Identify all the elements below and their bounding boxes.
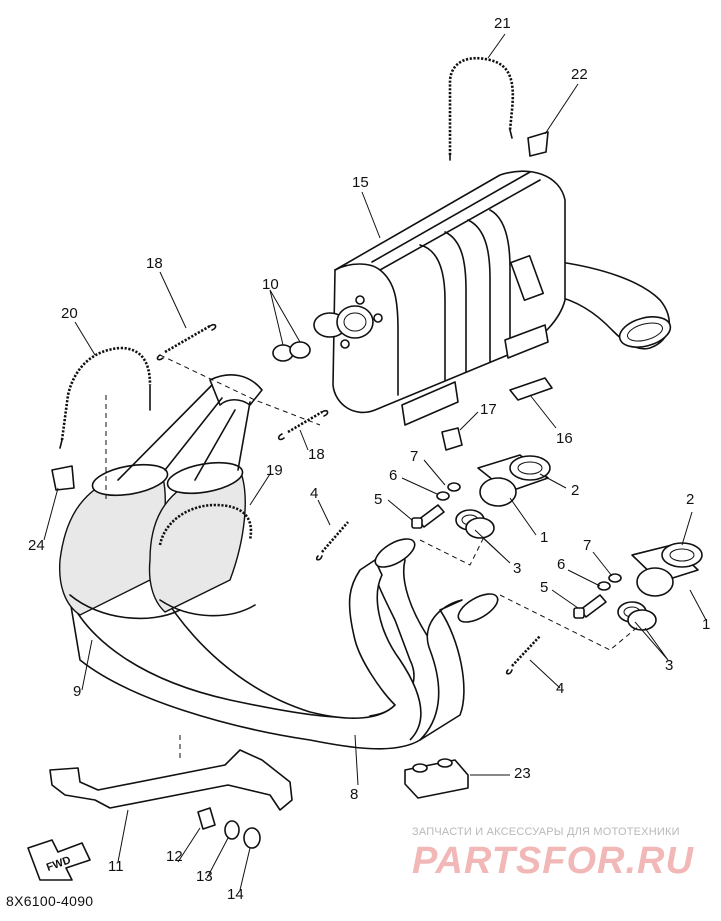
callout-9: 9 [73, 683, 82, 700]
spring-part-4-upper [321, 521, 349, 553]
callout-14: 14 [227, 886, 244, 903]
callout-17: 17 [480, 401, 497, 418]
callout-1-lower: 1 [702, 616, 711, 633]
damper-part-16 [509, 377, 553, 401]
clip-part-24 [51, 465, 75, 491]
callout-21: 21 [494, 15, 511, 32]
callout-5-lower: 5 [540, 579, 549, 596]
callout-1-upper: 1 [540, 529, 549, 546]
spring-part-18-lower [287, 410, 323, 434]
spring-part-20 [60, 346, 152, 441]
callout-5-upper: 5 [374, 491, 383, 508]
bolt-part-12 [197, 807, 216, 830]
bolt-washer-lower [573, 573, 622, 619]
callout-20: 20 [61, 305, 78, 322]
callout-23: 23 [514, 765, 531, 782]
callout-4-upper: 4 [310, 485, 319, 502]
flange-set-lower [617, 542, 703, 631]
callout-22: 22 [571, 66, 588, 83]
callout-15: 15 [352, 174, 369, 191]
bracket-part-11 [49, 749, 293, 811]
diagram-code: 8X6100-4090 [6, 893, 94, 909]
callout-6-lower: 6 [557, 556, 566, 573]
callout-3-lower: 3 [665, 657, 674, 674]
gasket-part-10b [289, 341, 311, 359]
washer-part-14 [243, 827, 261, 849]
watermark-logo: PARTSFOR.RU [412, 840, 694, 882]
callout-18-upper: 18 [146, 255, 163, 272]
flange-set-upper [455, 454, 551, 539]
spring-part-18-upper [164, 324, 211, 354]
watermark-tagline: ЗАПЧАСТИ И АКСЕССУАРЫ ДЛЯ МОТОТЕХНИКИ [412, 826, 680, 838]
callout-12: 12 [166, 848, 183, 865]
callout-8: 8 [350, 786, 359, 803]
spring-part-21 [448, 56, 515, 155]
callout-11: 11 [108, 858, 124, 875]
callout-3-upper: 3 [513, 560, 522, 577]
callout-7-lower: 7 [583, 537, 592, 554]
callout-10: 10 [262, 276, 279, 293]
callout-2-upper: 2 [571, 482, 580, 499]
clip-part-22 [527, 131, 549, 157]
fwd-arrow-icon: FWD [27, 839, 91, 881]
grommet-part-17 [441, 427, 463, 451]
callout-2-lower: 2 [686, 491, 695, 508]
callout-6-upper: 6 [389, 467, 398, 484]
bolt-washer-upper [411, 482, 461, 529]
callout-7-upper: 7 [410, 448, 419, 465]
spring-part-19 [158, 503, 253, 546]
callout-18-lower: 18 [308, 446, 325, 463]
muffler-part-15 [313, 170, 672, 426]
callout-16: 16 [556, 430, 573, 447]
callout-13: 13 [196, 868, 213, 885]
washer-part-13 [224, 820, 240, 840]
spring-part-4-lower [511, 635, 541, 667]
exhaust-pipes [58, 374, 499, 750]
callout-19: 19 [266, 462, 283, 479]
callout-4-lower: 4 [556, 680, 565, 697]
callout-24: 24 [28, 537, 45, 554]
leader-lines [43, 33, 707, 891]
